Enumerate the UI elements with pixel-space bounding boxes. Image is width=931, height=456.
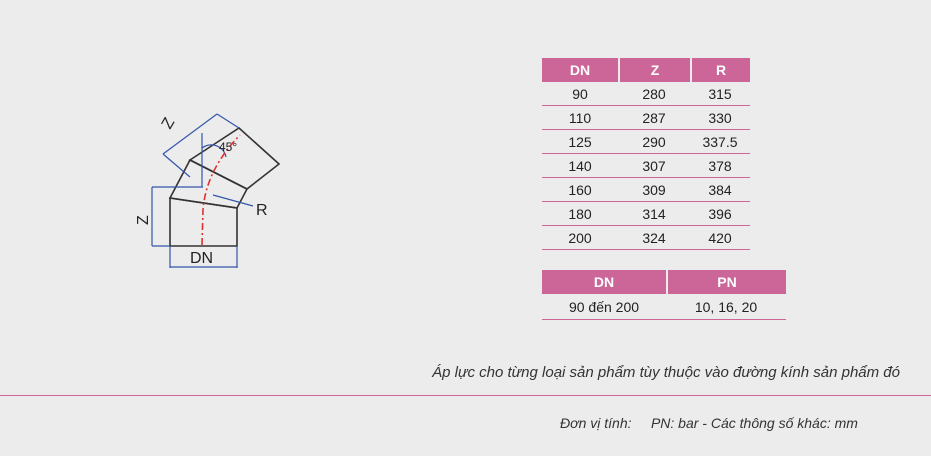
centerline xyxy=(201,134,241,246)
table-cell: 180 xyxy=(542,202,618,226)
table-cell: 307 xyxy=(618,154,690,178)
table-cell: 309 xyxy=(618,178,690,202)
table-cell: 337.5 xyxy=(690,130,750,154)
angle-label: 45° xyxy=(219,140,237,154)
elbow-45-diagram: Z Z 45° R DN xyxy=(135,113,281,268)
table-cell: 324 xyxy=(618,226,690,250)
cell-dn-range: 90 đến 200 xyxy=(542,294,666,320)
table-row: 90 đến 200 10, 16, 20 xyxy=(542,294,786,320)
table-cell: 330 xyxy=(690,106,750,130)
table-cell: 314 xyxy=(618,202,690,226)
z-label-vertical: Z xyxy=(135,215,152,225)
caption: Áp lực cho từng loại sản phẩm tùy thuộc … xyxy=(432,364,900,381)
cell-pn: 10, 16, 20 xyxy=(666,294,786,320)
units-label: Đơn vị tính: xyxy=(560,415,632,431)
header-dn: DN xyxy=(542,58,618,82)
table-cell: 396 xyxy=(690,202,750,226)
header-dn: DN xyxy=(542,270,666,294)
table-cell: 280 xyxy=(618,82,690,106)
table-cell: 110 xyxy=(542,106,618,130)
table-cell: 420 xyxy=(690,226,750,250)
table-cell: 315 xyxy=(690,82,750,106)
units-value: PN: bar - Các thông số khác: mm xyxy=(650,415,858,431)
divider xyxy=(0,395,931,396)
z-label-angled: Z xyxy=(159,115,179,132)
pressure-table: DN PN 90 đến 200 10, 16, 20 xyxy=(542,270,786,320)
header-pn: PN xyxy=(666,270,786,294)
table-cell: 160 xyxy=(542,178,618,202)
table-header-row: DN PN xyxy=(542,270,786,294)
header-r: R xyxy=(690,58,750,82)
dimension-lines xyxy=(151,113,254,268)
r-label: R xyxy=(256,202,268,219)
dn-label: DN xyxy=(190,250,213,267)
footer-units: Đơn vị tính: PN: bar - Các thông số khác… xyxy=(560,415,858,431)
table-cell: 140 xyxy=(542,154,618,178)
table-header-row: DN Z R xyxy=(542,58,750,82)
table-cell: 200 xyxy=(542,226,618,250)
table-cell: 90 xyxy=(542,82,618,106)
table-cell: 287 xyxy=(618,106,690,130)
table-cell: 378 xyxy=(690,154,750,178)
table-cell: 384 xyxy=(690,178,750,202)
table-cell: 290 xyxy=(618,130,690,154)
table-cell: 125 xyxy=(542,130,618,154)
header-z: Z xyxy=(618,58,690,82)
